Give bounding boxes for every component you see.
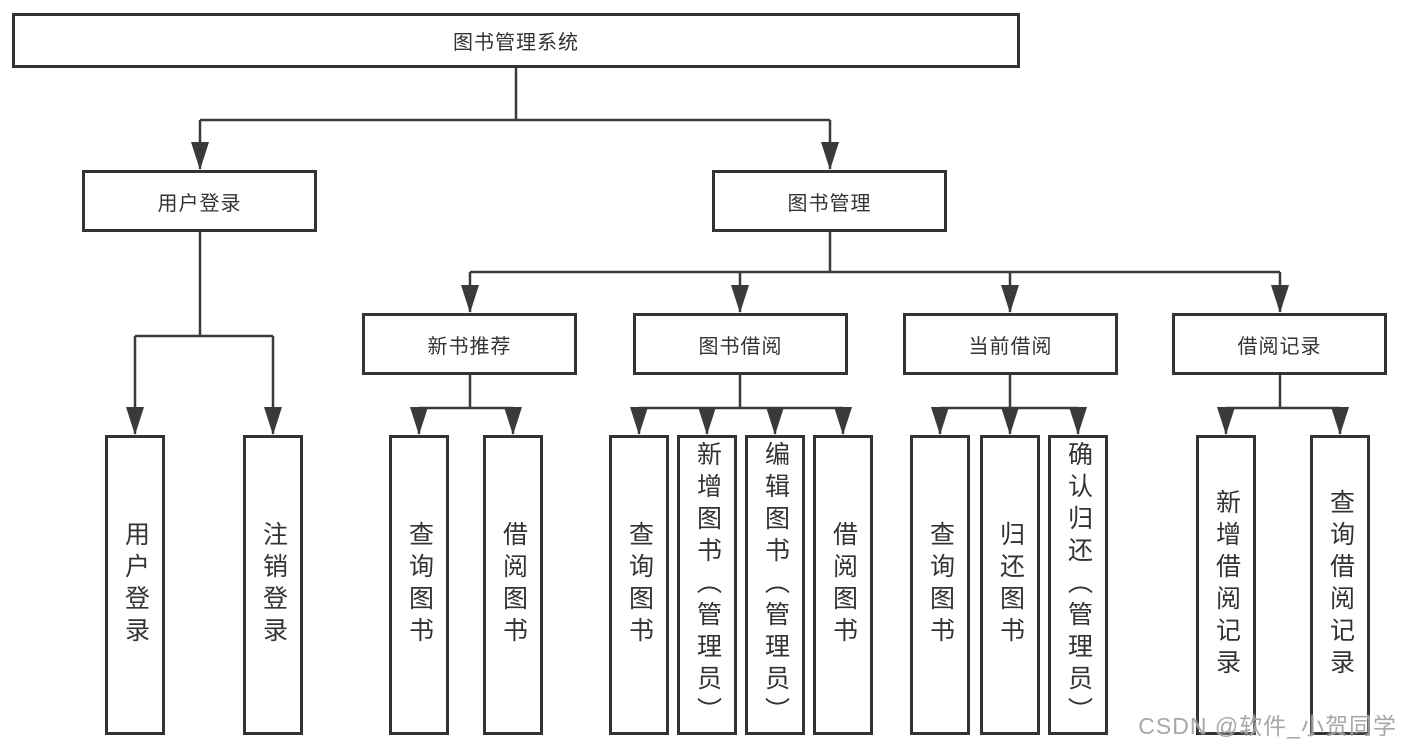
watermark: CSDN @软件_小贺同学 <box>1138 713 1397 739</box>
leaf-records-add-record: 新增借阅记录 <box>1196 435 1256 735</box>
leaf-recommend-query-books: 查询图书 <box>389 435 449 735</box>
leaf-user-login: 用户登录 <box>105 435 165 735</box>
leaf-user-login-label: 用户登录 <box>121 521 150 649</box>
arrow-down-icon <box>504 407 522 435</box>
leaf-records-add-record-label: 新增借阅记录 <box>1212 489 1241 681</box>
node-borrow-records: 借阅记录 <box>1172 313 1387 375</box>
node-user-login-label: 用户登录 <box>157 192 242 215</box>
arrowheads <box>126 142 1349 435</box>
arrow-down-icon <box>766 407 784 435</box>
arrow-down-icon <box>461 285 479 313</box>
leaf-current-confirm-return-admin-label: 确认归还（管理员） <box>1064 441 1093 729</box>
arrow-down-icon <box>698 407 716 435</box>
arrow-down-icon <box>264 407 282 435</box>
leaf-current-confirm-return-admin: 确认归还（管理员） <box>1048 435 1108 735</box>
node-book-borrow-label: 图书借阅 <box>698 335 783 358</box>
node-book-management-label: 图书管理 <box>787 192 872 215</box>
arrow-down-icon <box>821 142 839 170</box>
connector-lines <box>133 68 1342 434</box>
arrow-down-icon <box>731 285 749 313</box>
arrow-down-icon <box>1217 407 1235 435</box>
node-new-book-recommend: 新书推荐 <box>362 313 577 375</box>
leaf-current-return-books: 归还图书 <box>980 435 1040 735</box>
arrow-down-icon <box>1069 407 1087 435</box>
arrow-down-icon <box>1331 407 1349 435</box>
leaf-borrow-add-books-admin: 新增图书（管理员） <box>677 435 737 735</box>
node-current-borrow: 当前借阅 <box>903 313 1118 375</box>
arrow-down-icon <box>1001 285 1019 313</box>
arrow-down-icon <box>931 407 949 435</box>
node-current-borrow-label: 当前借阅 <box>968 335 1053 358</box>
arrow-down-icon <box>630 407 648 435</box>
leaf-records-query-record: 查询借阅记录 <box>1310 435 1370 735</box>
arrow-down-icon <box>1001 407 1019 435</box>
leaf-current-query-books: 查询图书 <box>910 435 970 735</box>
leaf-borrow-borrow-books: 借阅图书 <box>813 435 873 735</box>
leaf-borrow-query-books-label: 查询图书 <box>625 521 654 649</box>
node-new-book-recommend-label: 新书推荐 <box>427 335 512 358</box>
node-user-login: 用户登录 <box>82 170 317 232</box>
leaf-logout: 注销登录 <box>243 435 303 735</box>
arrow-down-icon <box>834 407 852 435</box>
leaf-borrow-edit-books-admin: 编辑图书（管理员） <box>745 435 805 735</box>
leaf-recommend-borrow-books: 借阅图书 <box>483 435 543 735</box>
node-root: 图书管理系统 <box>12 13 1020 68</box>
arrow-down-icon <box>1271 285 1289 313</box>
node-root-label: 图书管理系统 <box>453 32 579 54</box>
leaf-borrow-borrow-books-label: 借阅图书 <box>829 521 858 649</box>
leaf-current-return-books-label: 归还图书 <box>996 521 1025 649</box>
leaf-borrow-add-books-admin-label: 新增图书（管理员） <box>693 441 722 729</box>
leaf-recommend-borrow-books-label: 借阅图书 <box>499 521 528 649</box>
arrow-down-icon <box>410 407 428 435</box>
arrow-down-icon <box>191 142 209 170</box>
leaf-records-query-record-label: 查询借阅记录 <box>1326 489 1355 681</box>
node-book-management: 图书管理 <box>712 170 947 232</box>
leaf-recommend-query-books-label: 查询图书 <box>405 521 434 649</box>
node-borrow-records-label: 借阅记录 <box>1237 335 1322 358</box>
leaf-logout-label: 注销登录 <box>259 521 288 649</box>
leaf-current-query-books-label: 查询图书 <box>926 521 955 649</box>
arrow-down-icon <box>126 407 144 435</box>
node-book-borrow: 图书借阅 <box>633 313 848 375</box>
leaf-borrow-edit-books-admin-label: 编辑图书（管理员） <box>761 441 790 729</box>
leaf-borrow-query-books: 查询图书 <box>609 435 669 735</box>
